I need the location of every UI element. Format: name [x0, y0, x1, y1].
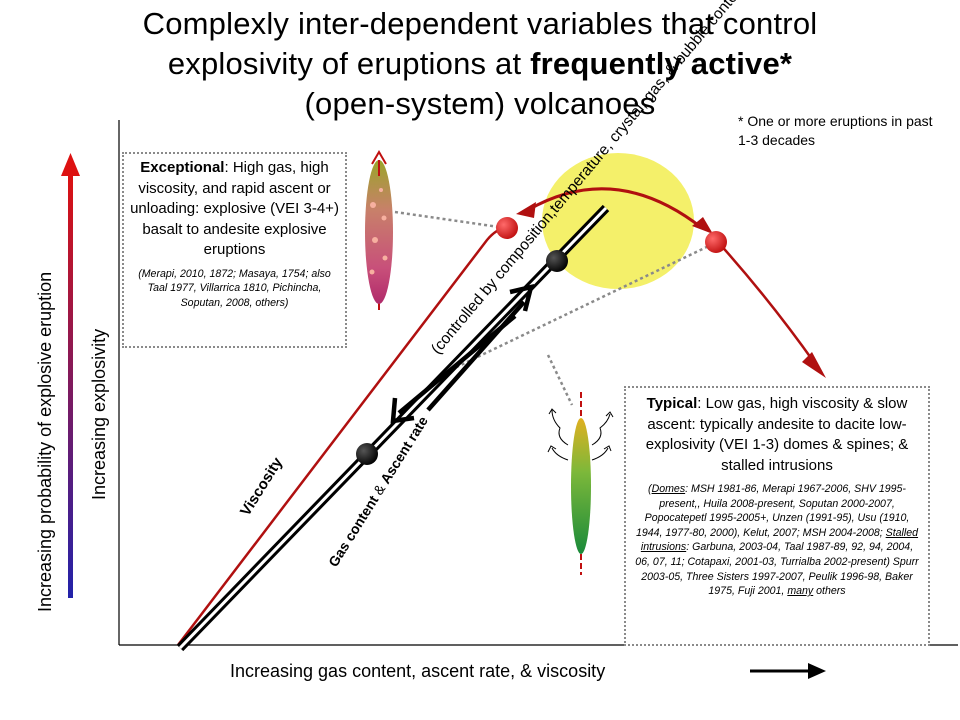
exceptional-references: (Merapi, 2010, 1872; Masaya, 1754; also …: [138, 267, 331, 309]
track-dot-lower: [356, 443, 378, 465]
title-line-1: Complexly inter-dependent variables that…: [142, 6, 818, 41]
track-dot-upper: [546, 250, 568, 272]
page-title: Complexly inter-dependent variables that…: [0, 4, 960, 124]
y-axis-label-inner: Increasing explosivity: [89, 328, 109, 500]
x-direction-arrow: [750, 663, 826, 679]
magma-body-exceptional: [365, 150, 393, 310]
peak-dot-left: [496, 217, 518, 239]
down-arrow: [390, 314, 517, 424]
connector-typical: [439, 241, 716, 377]
gas-ascent-track: [176, 204, 610, 652]
title-line-2: explosivity of eruptions at frequently a…: [167, 46, 793, 81]
x-axis-label: Increasing gas content, ascent rate, & v…: [230, 661, 606, 681]
peak-arc: [527, 187, 703, 230]
decline-arrowhead: [802, 352, 826, 378]
explosivity-decline-curve: [717, 241, 818, 366]
viscosity-label: Viscosity: [237, 454, 287, 519]
peak-arc-right-head: [692, 217, 713, 234]
title-line-3: (open-system) volcanoes: [304, 86, 656, 121]
explosivity-gradient-arrow: [61, 153, 80, 598]
footnote: * One or more eruptions in past 1-3 deca…: [738, 113, 933, 148]
typical-box: Typical: Low gas, high viscosity & slow …: [624, 386, 930, 646]
exceptional-box: Exceptional: High gas, high viscosity, a…: [122, 152, 347, 348]
y-axis-label-outer: Increasing probability of explosive erup…: [35, 271, 55, 612]
peak-highlight: [542, 153, 694, 289]
peak-arc-left-head: [516, 202, 536, 218]
typical-references: (Domes: MSH 1981-86, Merapi 1967-2006, S…: [635, 483, 919, 598]
connector-typical-magma: [546, 354, 574, 406]
peak-dot-right: [705, 231, 727, 253]
magma-body-typical: [547, 392, 614, 575]
typical-heading: Typical: Low gas, high viscosity & slow …: [645, 395, 909, 474]
gas-ascent-label: Gas content & Ascent rate: [325, 413, 431, 569]
exceptional-heading: Exceptional: High gas, high viscosity, a…: [130, 159, 339, 258]
connector-exceptional: [394, 210, 507, 230]
